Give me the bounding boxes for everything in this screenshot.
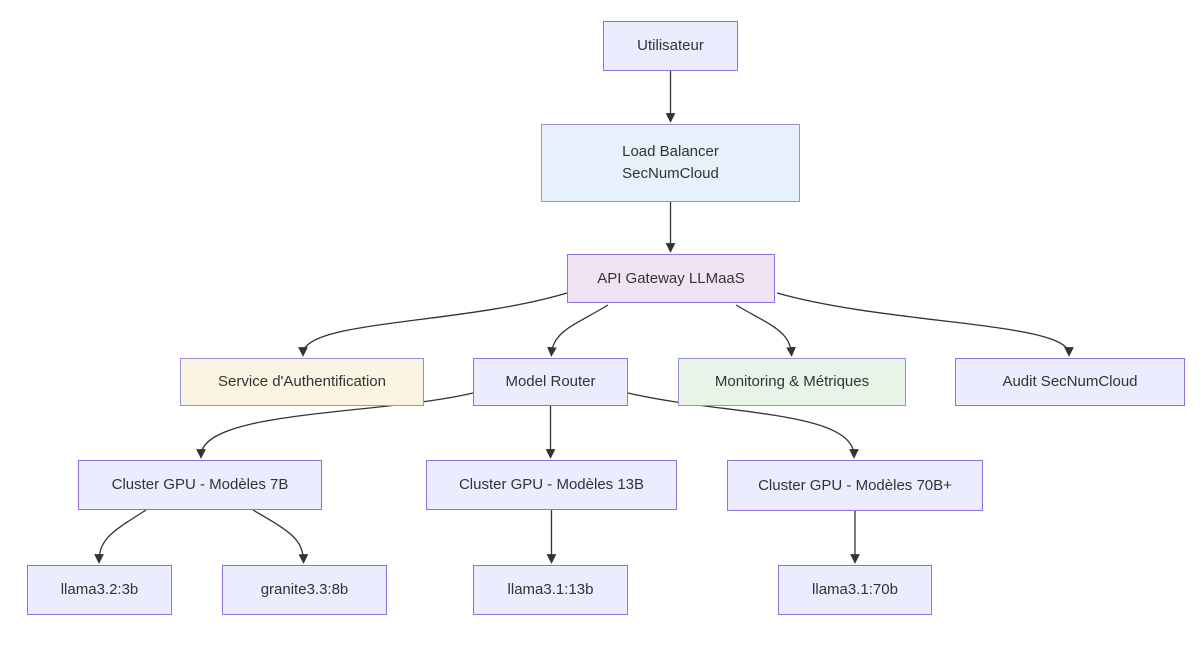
edge-model-router-to-cluster-70b bbox=[627, 392, 859, 459]
node-label: llama3.2:3b bbox=[60, 581, 139, 599]
node-label: Service d'Authentification bbox=[218, 373, 386, 391]
node-cluster-gpu-13b: Cluster GPU - Modèles 13B bbox=[426, 460, 677, 510]
node-label: llama3.1:13b bbox=[507, 581, 594, 599]
edge-model-router-to-cluster-7b bbox=[196, 392, 474, 459]
node-label: Cluster GPU - Modèles 70B+ bbox=[758, 476, 952, 494]
node-label: Cluster GPU - Modèles 7B bbox=[111, 476, 289, 494]
edge-api-gateway-to-model-router bbox=[547, 304, 609, 357]
node-label: Utilisateur bbox=[637, 37, 704, 55]
node-api-gateway: API Gateway LLMaaS bbox=[567, 254, 775, 303]
node-label: Monitoring & Métriques bbox=[714, 373, 870, 391]
node-label: API Gateway LLMaaS bbox=[597, 269, 745, 287]
edge-api-gateway-to-monitoring bbox=[735, 304, 796, 357]
node-llama31-13b: llama3.1:13b bbox=[473, 565, 628, 615]
edge-api-gateway-to-auth-service bbox=[298, 292, 568, 357]
node-label: llama3.1:70b bbox=[812, 581, 898, 599]
node-label-line1: Load Balancer bbox=[622, 143, 719, 161]
node-llama31-70b: llama3.1:70b bbox=[778, 565, 932, 615]
node-label: Model Router bbox=[505, 373, 596, 391]
node-load-balancer: Load Balancer SecNumCloud bbox=[541, 124, 800, 202]
node-label: Audit SecNumCloud bbox=[1002, 373, 1138, 391]
node-label: Cluster GPU - Modèles 13B bbox=[458, 476, 645, 494]
edge-cluster-7b-to-llama32-3b bbox=[94, 509, 147, 564]
node-label-line2: SecNumCloud bbox=[622, 165, 719, 182]
node-granite33-8b: granite3.3:8b bbox=[222, 565, 387, 615]
node-llama32-3b: llama3.2:3b bbox=[27, 565, 172, 615]
edge-api-gateway-to-audit bbox=[776, 292, 1074, 357]
node-utilisateur: Utilisateur bbox=[603, 21, 738, 71]
node-monitoring: Monitoring & Métriques bbox=[678, 358, 906, 406]
edge-cluster-7b-to-granite33-8b bbox=[252, 509, 309, 564]
node-label: granite3.3:8b bbox=[260, 581, 349, 599]
node-cluster-gpu-70b: Cluster GPU - Modèles 70B+ bbox=[727, 460, 983, 511]
node-model-router: Model Router bbox=[473, 358, 628, 406]
node-auth-service: Service d'Authentification bbox=[180, 358, 424, 406]
node-audit-secnumcloud: Audit SecNumCloud bbox=[955, 358, 1185, 406]
node-cluster-gpu-7b: Cluster GPU - Modèles 7B bbox=[78, 460, 322, 510]
